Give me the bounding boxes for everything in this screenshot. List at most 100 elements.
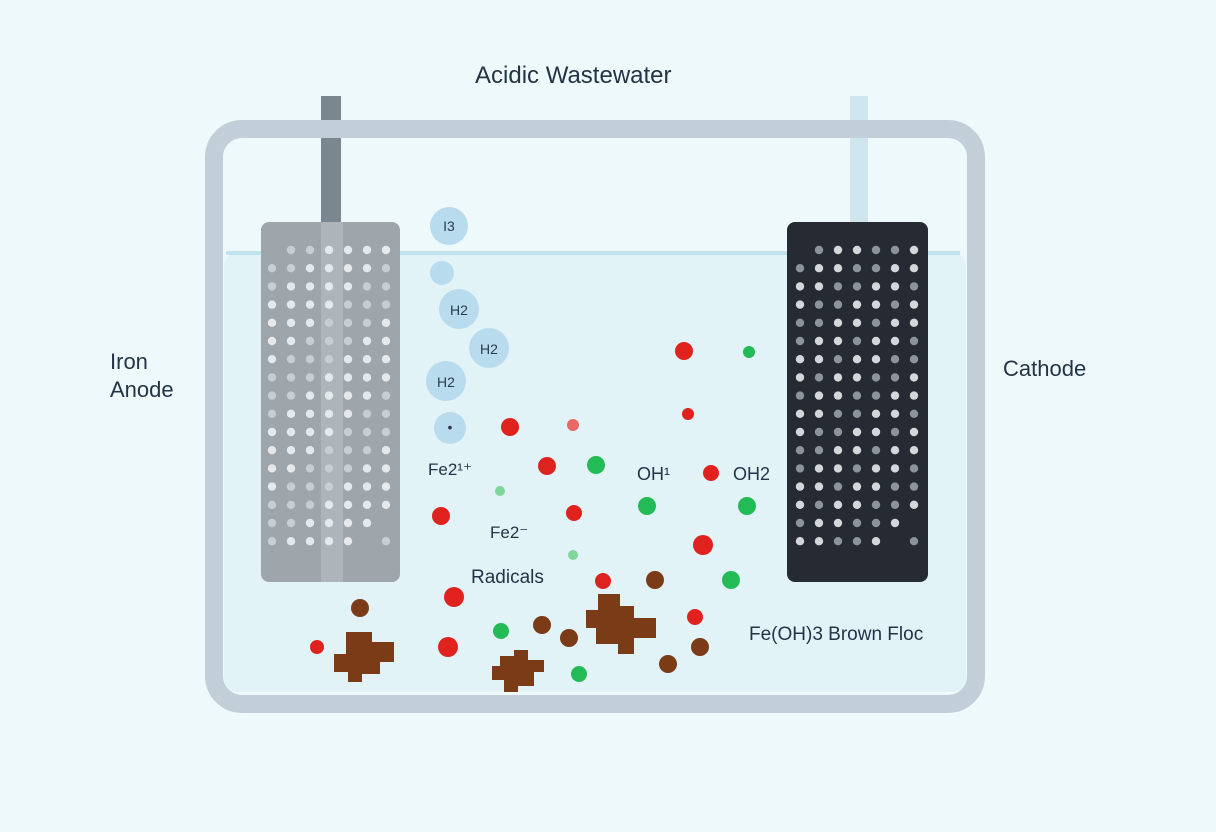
perforation-hole bbox=[852, 373, 862, 382]
perforation-hole bbox=[286, 391, 296, 400]
perforation-hole bbox=[795, 427, 805, 437]
perforation-hole bbox=[909, 355, 919, 364]
perforation-hole bbox=[871, 282, 881, 291]
perforation-hole bbox=[871, 537, 881, 546]
perforation-hole bbox=[343, 245, 353, 255]
perforation-hole bbox=[890, 391, 900, 400]
bubble-label: H2 bbox=[437, 374, 455, 390]
iron-ion-particle bbox=[693, 535, 713, 555]
perforation-hole bbox=[890, 318, 900, 327]
perforation-hole bbox=[795, 318, 805, 327]
perforation-hole bbox=[833, 373, 843, 382]
perforation-hole bbox=[795, 282, 805, 291]
perforation-hole bbox=[871, 518, 881, 528]
perforation-hole bbox=[305, 373, 315, 382]
perforation-hole bbox=[852, 336, 862, 346]
perforation-hole bbox=[267, 464, 277, 473]
perforation-hole bbox=[381, 318, 391, 327]
perforation-hole bbox=[795, 446, 805, 455]
perforation-hole bbox=[362, 300, 372, 309]
floc-clump bbox=[492, 650, 544, 692]
perforation-hole bbox=[343, 373, 353, 382]
perforation-hole bbox=[795, 464, 805, 473]
diagram-title: Acidic Wastewater bbox=[475, 62, 672, 89]
perforation-hole bbox=[362, 518, 372, 528]
perforation-hole bbox=[362, 391, 372, 400]
perforation-hole bbox=[381, 264, 391, 273]
cathode-rod bbox=[850, 96, 868, 226]
perforation-hole bbox=[267, 318, 277, 327]
perforation-hole bbox=[833, 482, 843, 491]
perforation-hole bbox=[286, 500, 296, 509]
perforation-hole bbox=[286, 518, 296, 528]
bubble-label: • bbox=[448, 419, 453, 435]
perforation-hole bbox=[381, 482, 391, 491]
anode-label: Iron Anode bbox=[110, 349, 174, 402]
hydroxide-particle bbox=[495, 486, 505, 496]
perforation-hole bbox=[267, 409, 277, 418]
perforation-hole bbox=[795, 500, 805, 509]
perforation-hole bbox=[305, 264, 315, 273]
perforation-hole bbox=[814, 464, 824, 473]
floc-clump bbox=[586, 594, 656, 654]
perforation-hole bbox=[305, 482, 315, 491]
perforation-hole bbox=[852, 318, 862, 327]
floc-particle bbox=[351, 599, 369, 617]
gas-bubble: • bbox=[434, 412, 466, 444]
perforation-hole bbox=[324, 500, 334, 509]
perforation-hole bbox=[814, 500, 824, 509]
perforation-hole bbox=[890, 355, 900, 364]
hydroxide-particle bbox=[493, 623, 509, 639]
hydroxide-particle bbox=[743, 346, 755, 358]
perforation-hole bbox=[833, 427, 843, 437]
perforation-hole bbox=[362, 500, 372, 509]
perforation-hole bbox=[890, 482, 900, 491]
anode-highlight bbox=[321, 222, 343, 582]
perforation-hole bbox=[267, 336, 277, 346]
floc-particle bbox=[659, 655, 677, 673]
perforation-hole bbox=[343, 537, 353, 546]
perforation-hole bbox=[362, 464, 372, 473]
perforation-hole bbox=[286, 318, 296, 327]
perforation-hole bbox=[833, 300, 843, 309]
perforation-hole bbox=[871, 500, 881, 509]
iron-ion-particle bbox=[310, 640, 324, 654]
perforation-hole bbox=[795, 300, 805, 309]
perforation-hole bbox=[286, 300, 296, 309]
iron-ion-particle bbox=[438, 637, 458, 657]
perforation-hole bbox=[909, 500, 919, 509]
perforation-hole bbox=[324, 355, 334, 364]
perforation-hole bbox=[305, 355, 315, 364]
perforation-hole bbox=[305, 336, 315, 346]
perforation-hole bbox=[814, 355, 824, 364]
hydroxide-particle bbox=[568, 550, 578, 560]
perforation-hole bbox=[795, 518, 805, 528]
perforation-hole bbox=[833, 355, 843, 364]
perforation-hole bbox=[890, 518, 900, 528]
perforation-hole bbox=[909, 300, 919, 309]
perforation-hole bbox=[814, 300, 824, 309]
iron-ion-particle bbox=[703, 465, 719, 481]
perforation-hole bbox=[324, 300, 334, 309]
perforation-hole bbox=[267, 446, 277, 455]
perforation-hole bbox=[833, 446, 843, 455]
gas-bubble: I3 bbox=[430, 207, 468, 245]
perforation-hole bbox=[833, 264, 843, 273]
fe2-plus-label: Fe2¹⁺ bbox=[428, 460, 472, 479]
perforation-hole bbox=[871, 409, 881, 418]
perforation-hole bbox=[890, 409, 900, 418]
hydroxide-particle bbox=[722, 571, 740, 589]
perforation-hole bbox=[381, 427, 391, 437]
oh2-label: OH2 bbox=[733, 464, 771, 484]
perforation-hole bbox=[852, 409, 862, 418]
perforation-hole bbox=[814, 373, 824, 382]
perforation-hole bbox=[814, 264, 824, 273]
perforation-hole bbox=[324, 482, 334, 491]
perforation-hole bbox=[305, 500, 315, 509]
perforation-hole bbox=[305, 245, 315, 255]
perforation-hole bbox=[833, 318, 843, 327]
perforation-hole bbox=[909, 282, 919, 291]
perforation-hole bbox=[814, 336, 824, 346]
perforation-hole bbox=[795, 355, 805, 364]
